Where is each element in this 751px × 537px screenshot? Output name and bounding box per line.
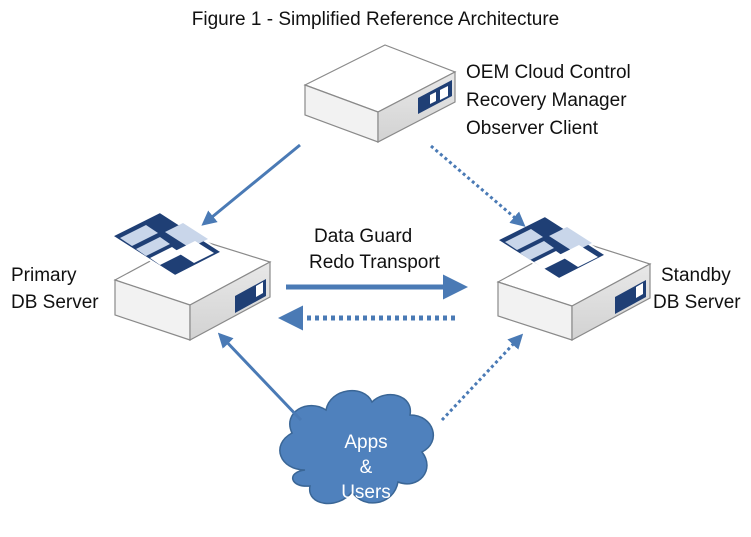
management-label-line-1: OEM Cloud Control bbox=[466, 62, 631, 83]
standby-server-icon bbox=[494, 214, 652, 342]
primary-label-line-1: Primary bbox=[11, 265, 77, 286]
cloud-label-line-2: & bbox=[359, 457, 373, 478]
management-server-icon bbox=[303, 44, 457, 143]
management-label-line-2: Recovery Manager bbox=[466, 90, 627, 111]
arrow-clients-to-primary bbox=[217, 332, 303, 422]
cloud-label-line-3: Users bbox=[341, 482, 391, 503]
cloud-label-line-1: Apps bbox=[344, 432, 388, 453]
arrow-management-to-standby-dotted bbox=[430, 144, 526, 227]
primary-server-icon bbox=[109, 210, 272, 342]
management-label-line-3: Observer Client bbox=[466, 118, 598, 139]
arrow-management-to-primary bbox=[201, 143, 301, 226]
transport-label-line-2: Redo Transport bbox=[309, 252, 440, 273]
transport-label-line-1: Data Guard bbox=[314, 226, 413, 247]
arrow-clients-to-standby-dotted bbox=[440, 333, 524, 422]
standby-label-line-1: Standby bbox=[661, 265, 731, 286]
apps-users-cloud-icon bbox=[279, 389, 434, 505]
primary-label-line-2: DB Server bbox=[11, 292, 99, 313]
standby-label-line-2: DB Server bbox=[653, 292, 741, 313]
figure-title: Figure 1 - Simplified Reference Architec… bbox=[191, 9, 560, 30]
